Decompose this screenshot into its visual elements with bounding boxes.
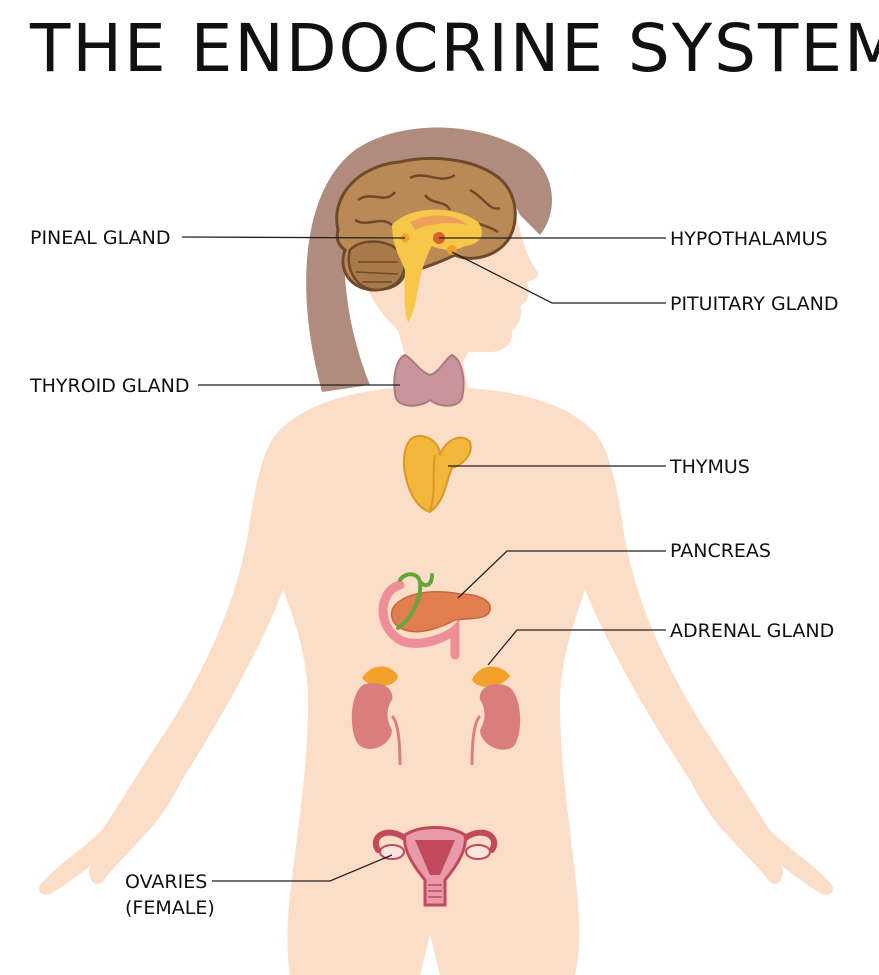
labels: PINEAL GLAND HYPOTHALAMUS PITUITARY GLAN…	[29, 227, 839, 919]
label-pancreas: PANCREAS	[670, 540, 771, 562]
pancreas	[378, 572, 491, 660]
ovary-right	[465, 844, 491, 860]
adrenal-gland-right	[472, 666, 510, 688]
kidney-right	[479, 683, 521, 750]
leader-pineal	[181, 236, 406, 239]
label-adrenal-gland: ADRENAL GLAND	[670, 620, 834, 642]
leader-adrenal	[487, 629, 666, 666]
brain	[335, 157, 517, 322]
label-pituitary-gland: PITUITARY GLAND	[670, 293, 839, 315]
thyroid-gland	[393, 353, 465, 407]
label-ovaries: OVARIES	[125, 871, 207, 893]
pituitary-gland-marker	[447, 245, 457, 255]
torso	[39, 355, 833, 975]
leader-ovaries	[212, 854, 393, 882]
thymus	[402, 435, 472, 514]
adrenal-gland-left	[362, 666, 398, 687]
ovary-left	[379, 844, 405, 860]
label-thyroid-gland: THYROID GLAND	[29, 375, 190, 397]
uterus-ovaries	[373, 826, 497, 907]
hair	[306, 127, 552, 393]
leader-lines	[181, 236, 666, 882]
leader-pituitary	[451, 251, 666, 304]
label-ovaries-female: (FEMALE)	[125, 897, 215, 919]
page-title: THE ENDOCRINE SYSTEM	[30, 10, 879, 87]
kidneys	[351, 666, 521, 766]
label-pineal-gland: PINEAL GLAND	[30, 227, 171, 249]
kidney-left	[351, 682, 393, 749]
label-thymus: THYMUS	[669, 456, 750, 478]
leader-pancreas	[457, 550, 666, 599]
label-hypothalamus: HYPOTHALAMUS	[670, 228, 828, 250]
